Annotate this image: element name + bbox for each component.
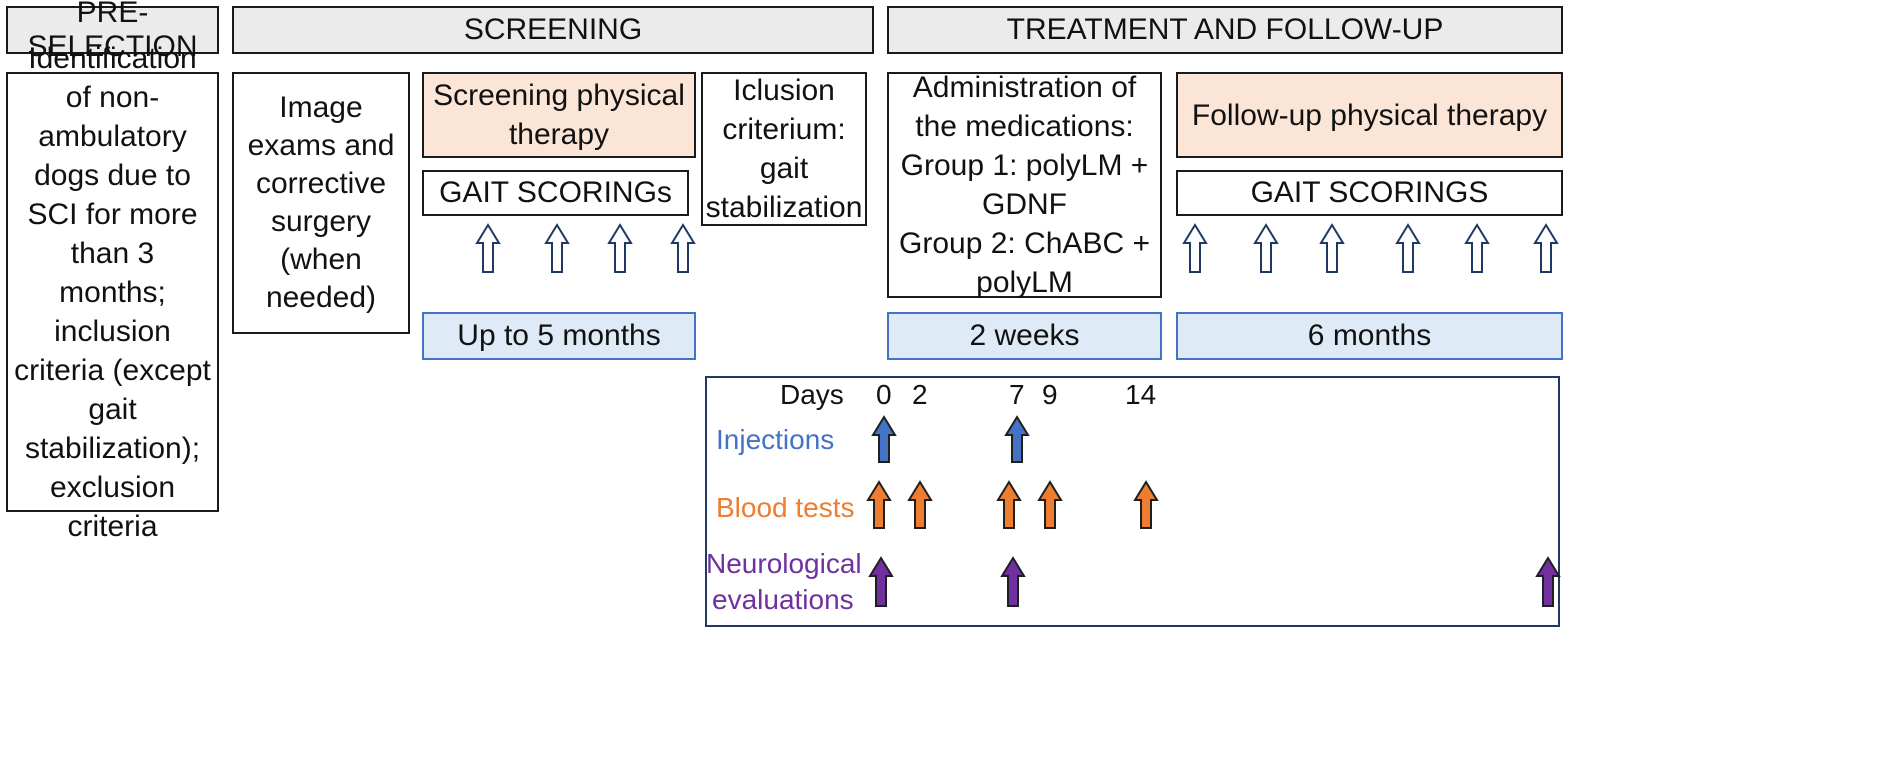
followup-gait-scorings-box: GAIT SCORINGS xyxy=(1176,170,1563,216)
treatment-duration-bar: 2 weeks xyxy=(887,312,1162,360)
timeline-day-7: 7 xyxy=(1009,379,1025,410)
followup-gait-arrow-1-icon xyxy=(1182,223,1208,273)
administration-line-1: Administration of xyxy=(912,71,1137,104)
followup-gait-scorings-label: GAIT SCORINGS xyxy=(1250,176,1489,209)
timeline-day-2: 2 xyxy=(912,379,928,410)
inclusion-criterium-text: Iclusion criterium: gait stabilization xyxy=(705,74,863,224)
blood-test-arrow-5-icon xyxy=(1133,480,1159,529)
timeline-neuro-label-line-2: evaluations xyxy=(712,584,854,615)
administration-line-3: Group 1: polyLM + xyxy=(900,149,1149,182)
screening-duration-label: Up to 5 months xyxy=(457,319,661,352)
screening-gait-scorings-label: GAIT SCORINGs xyxy=(439,176,672,209)
followup-physical-therapy-box: Follow-up physical therapy xyxy=(1176,72,1563,158)
neuro-arrow-3-icon xyxy=(1535,556,1561,607)
administration-line-5: Group 2: ChABC + xyxy=(899,227,1150,260)
blood-test-arrow-1-icon xyxy=(866,480,892,529)
image-exams-text: Image exams and corrective surgery (when… xyxy=(247,90,395,315)
followup-duration-label: 6 months xyxy=(1307,319,1432,352)
header-screening: SCREENING xyxy=(232,6,874,54)
preselection-text: Identification of non-ambulatory dogs du… xyxy=(14,41,211,543)
followup-gait-arrow-3-icon xyxy=(1319,223,1345,273)
administration-line-4: GDNF xyxy=(982,188,1067,221)
screening-gait-arrow-2-icon xyxy=(544,223,570,273)
followup-gait-arrow-6-icon xyxy=(1533,223,1559,273)
neuro-arrow-1-icon xyxy=(868,556,894,607)
timeline-panel xyxy=(705,376,1560,627)
blood-test-arrow-2-icon xyxy=(907,480,933,529)
followup-gait-arrow-4-icon xyxy=(1395,223,1421,273)
header-preselection-label: PRE-SELECTION xyxy=(27,0,198,63)
followup-duration-bar: 6 months xyxy=(1176,312,1563,360)
timeline-days-label: Days xyxy=(780,379,844,410)
inclusion-criterium-box: Iclusion criterium: gait stabilization xyxy=(701,72,867,226)
timeline-injections-label: Injections xyxy=(716,424,835,455)
image-exams-box: Image exams and corrective surgery (when… xyxy=(232,72,410,334)
screening-duration-bar: Up to 5 months xyxy=(422,312,696,360)
header-screening-label: SCREENING xyxy=(463,13,643,46)
timeline-blood-tests-label: Blood tests xyxy=(716,492,855,523)
followup-gait-arrow-2-icon xyxy=(1253,223,1279,273)
screening-gait-arrow-3-icon xyxy=(607,223,633,273)
treatment-duration-label: 2 weeks xyxy=(969,319,1080,352)
screening-gait-arrow-1-icon xyxy=(475,223,501,273)
timeline-day-9: 9 xyxy=(1042,379,1058,410)
administration-box: Administration of the medications: Group… xyxy=(887,71,1162,299)
neuro-arrow-2-icon xyxy=(1000,556,1026,607)
administration-text: Administration of the medications: Group… xyxy=(893,68,1156,302)
timeline-day-0: 0 xyxy=(876,379,892,410)
screening-physical-therapy-text: Screening physical therapy xyxy=(433,79,685,151)
timeline-day-14: 14 xyxy=(1125,379,1157,410)
injection-arrow-1-icon xyxy=(871,415,897,463)
header-treatment: TREATMENT AND FOLLOW-UP xyxy=(887,6,1563,54)
header-preselection: PRE-SELECTION xyxy=(6,0,219,63)
injection-arrow-2-icon xyxy=(1004,415,1030,463)
preselection-box: Identification of non-ambulatory dogs du… xyxy=(6,42,219,543)
administration-line-6: polyLM xyxy=(976,266,1073,299)
screening-physical-therapy-box: Screening physical therapy xyxy=(422,72,696,158)
screening-gait-arrow-4-icon xyxy=(670,223,696,273)
screening-gait-scorings-box: GAIT SCORINGs xyxy=(422,170,689,216)
blood-test-arrow-4-icon xyxy=(1037,480,1063,529)
blood-test-arrow-3-icon xyxy=(996,480,1022,529)
followup-gait-arrow-5-icon xyxy=(1464,223,1490,273)
timeline-neuro-label-line-1: Neurological xyxy=(706,548,862,579)
header-treatment-label: TREATMENT AND FOLLOW-UP xyxy=(1006,13,1444,46)
administration-line-2: the medications: xyxy=(915,110,1134,143)
followup-physical-therapy-text: Follow-up physical therapy xyxy=(1191,98,1548,132)
